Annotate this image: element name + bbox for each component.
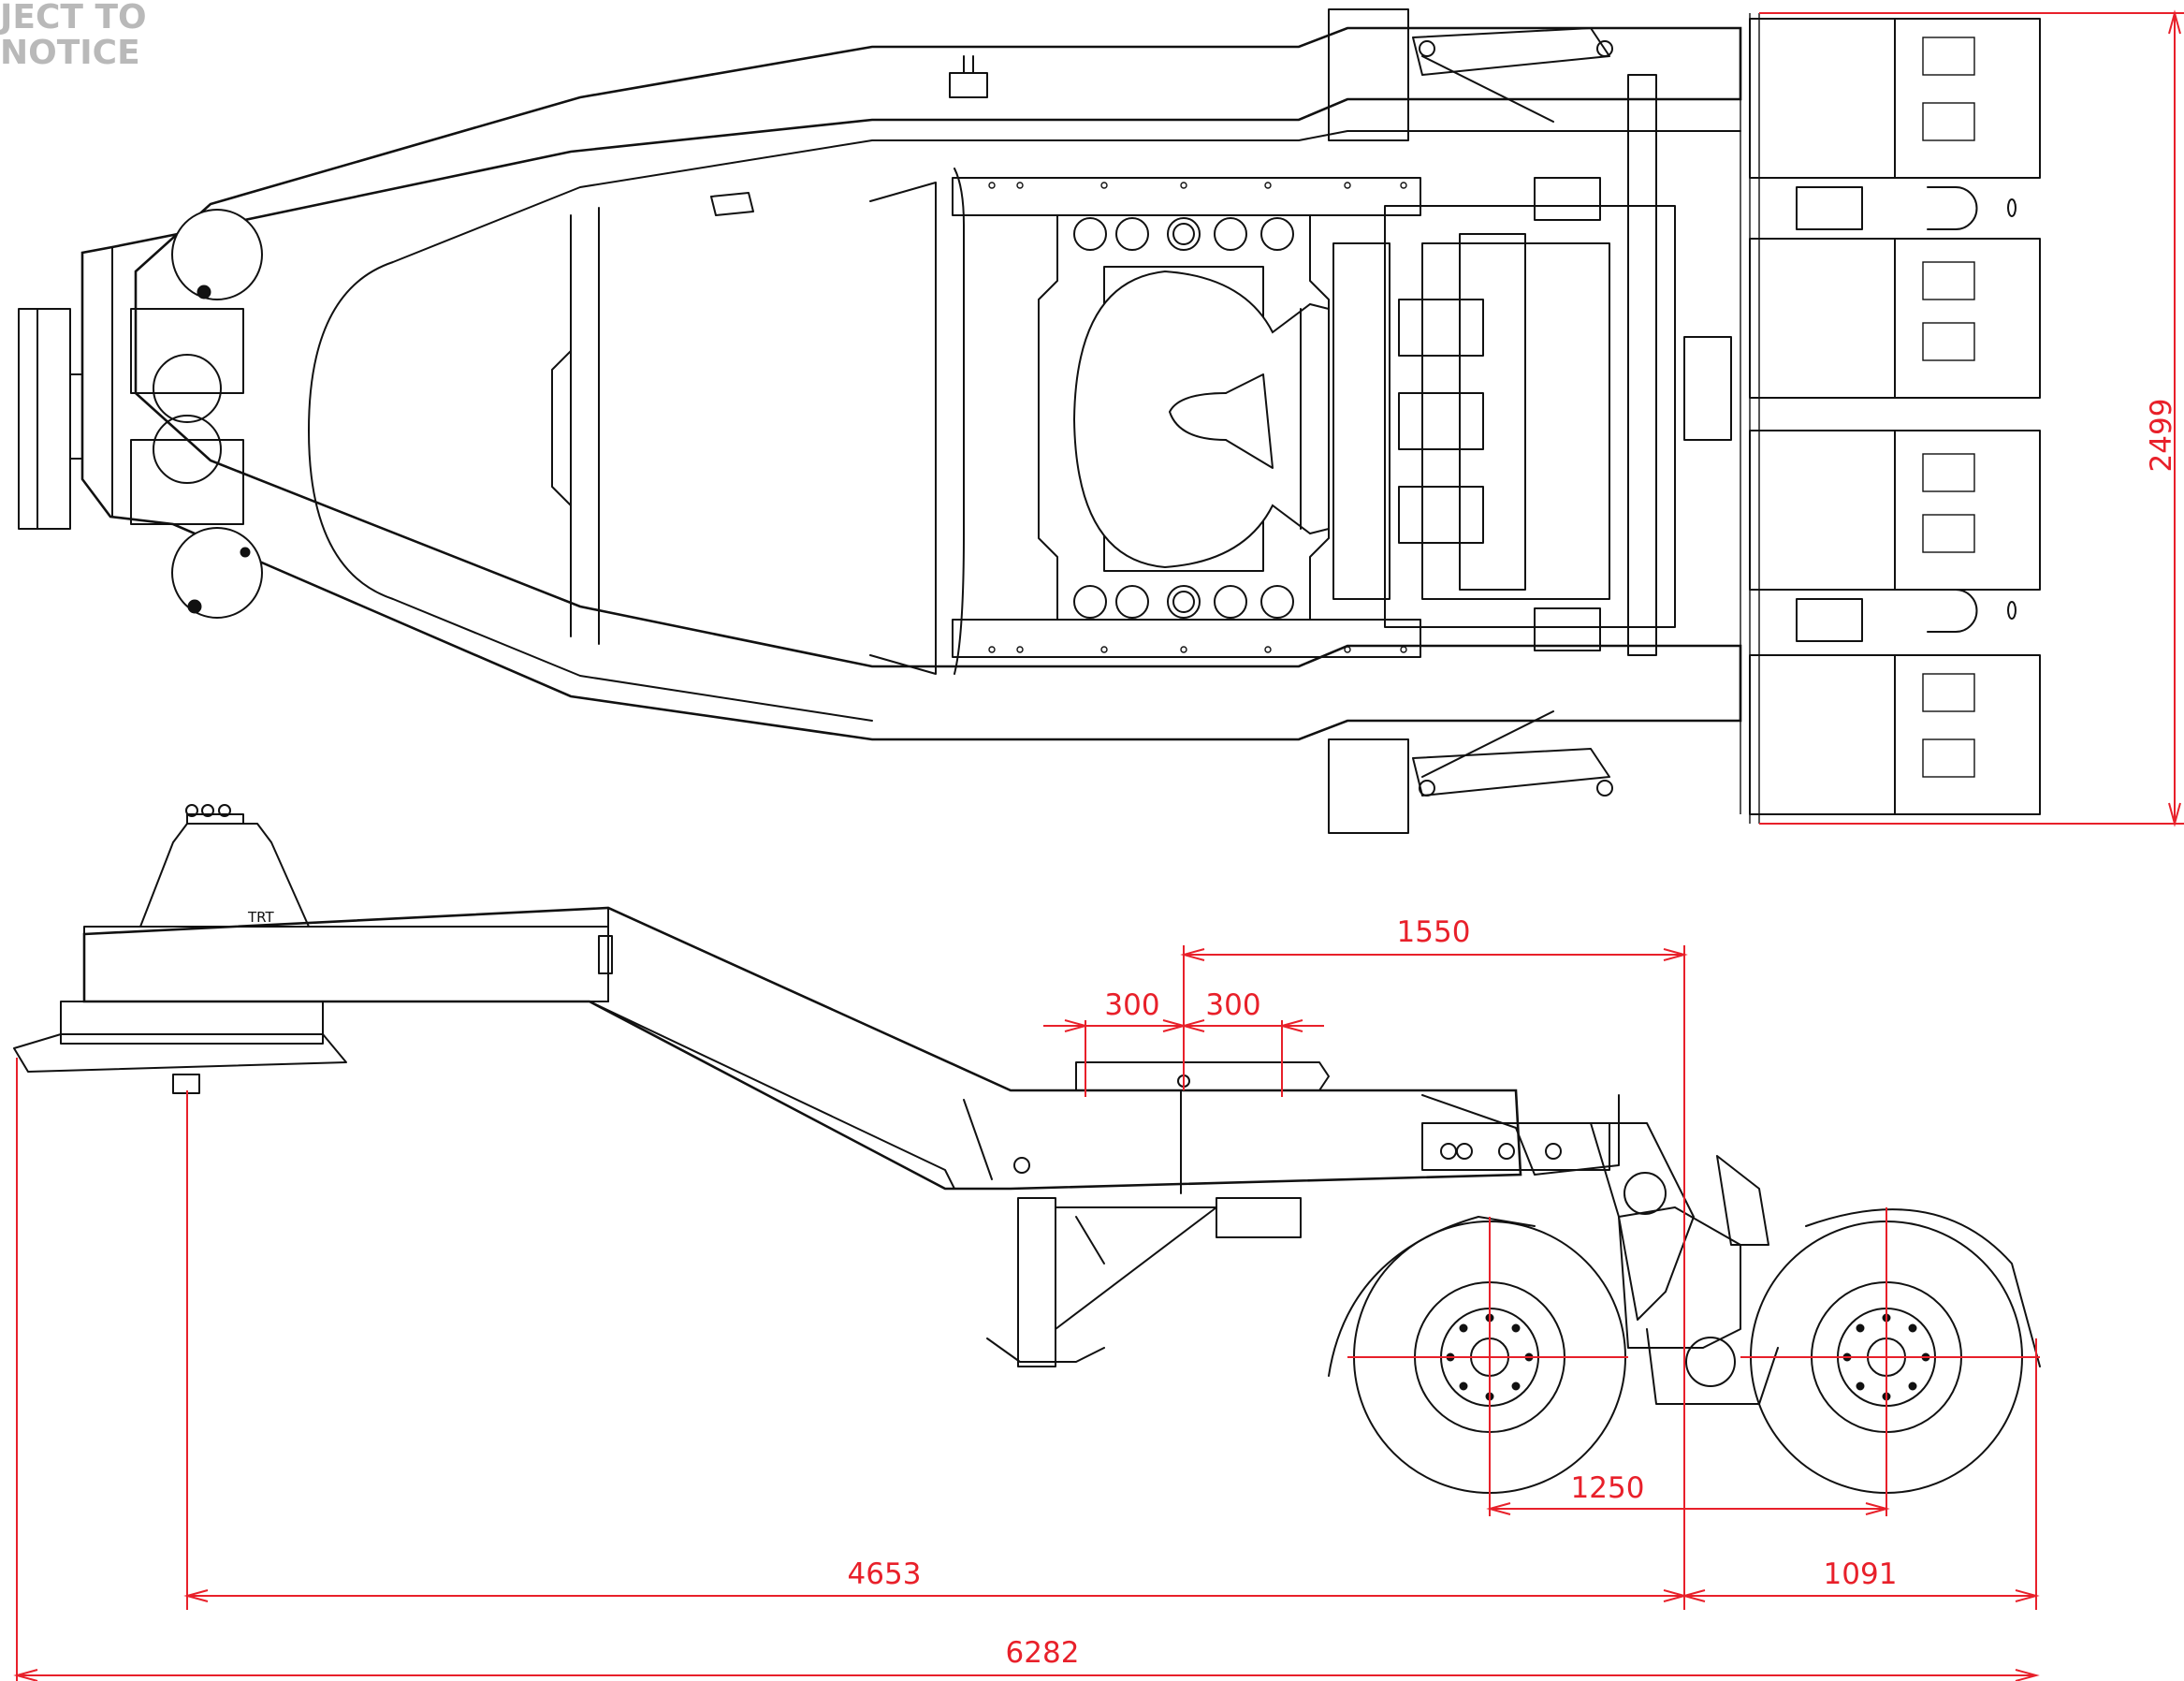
dim-6282-label: 6282 <box>1006 1636 1080 1670</box>
dim-300-left-label: 300 <box>1104 988 1159 1022</box>
landing-legs <box>986 1197 1302 1367</box>
dim-2499-label: 2499 <box>2145 399 2178 473</box>
air-tank-rear <box>171 527 263 619</box>
notice-line-1: JECT TO <box>0 0 147 37</box>
air-tank-front <box>171 209 263 300</box>
dim-1091-label: 1091 <box>1824 1557 1898 1591</box>
rear-suspension <box>1421 1094 1779 1405</box>
dim-1250-label: 1250 <box>1571 1471 1645 1505</box>
wheel-centre-lines <box>1347 1207 2040 1516</box>
side-view: TRT <box>13 804 2041 1494</box>
fifth-wheel-plate <box>1072 270 1330 569</box>
dimension-lines: 2499 1550 300 300 1250 <box>13 9 2184 1681</box>
valve-box <box>710 192 754 216</box>
dim-4653-label: 4653 <box>848 1557 922 1591</box>
subject-to-notice-watermark: JECT TO NOTICE <box>0 0 147 71</box>
top-view <box>18 8 2041 834</box>
air-tanks <box>171 209 263 619</box>
notice-line-2: NOTICE <box>0 34 140 72</box>
dim-1550-label: 1550 <box>1397 915 1471 949</box>
front-frame <box>18 26 1742 741</box>
rear-bogie <box>1328 8 2041 834</box>
inner-frame <box>308 130 1741 722</box>
front-wheel <box>1328 1216 1626 1494</box>
dim-1550: 1550 <box>1180 915 1688 1610</box>
dim-1250: 1250 <box>1486 1471 1890 1515</box>
handle <box>949 55 988 98</box>
gooseneck-beam <box>82 906 1522 1191</box>
dim-300-right-label: 300 <box>1205 988 1260 1022</box>
dim-6282: 6282 <box>13 1058 2040 1681</box>
dim-300-300: 300 300 <box>1043 988 1324 1097</box>
rear-wheel <box>1750 1208 2041 1494</box>
turntable-assembly: TRT <box>13 804 609 1094</box>
fifth-wheel-base <box>1038 214 1330 621</box>
dim-width: 2499 <box>1759 9 2184 827</box>
fifth-wheel-side <box>1075 1061 1330 1091</box>
dim-4653-1091: 4653 1091 <box>183 1090 2040 1610</box>
turntable-logo: TRT <box>247 909 274 926</box>
